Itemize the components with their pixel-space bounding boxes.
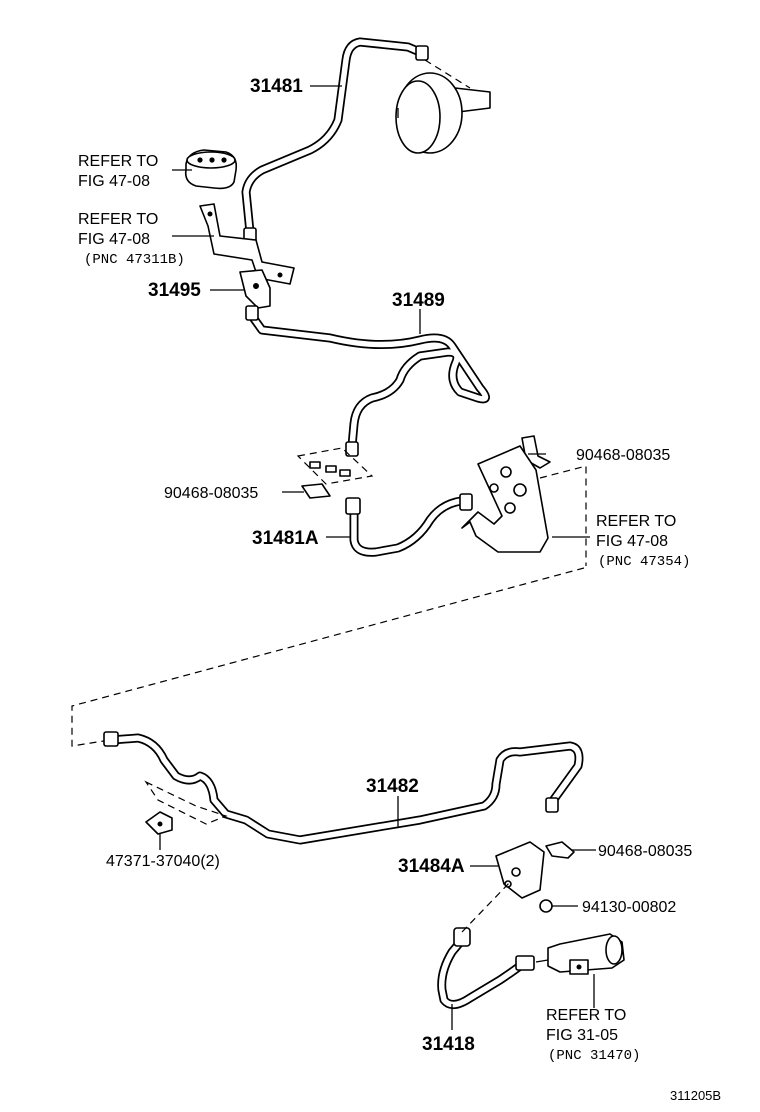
clip-90468-lower bbox=[545, 841, 575, 859]
label-31484A[interactable]: 31484A bbox=[398, 856, 465, 877]
pipe-31489 bbox=[245, 305, 490, 457]
label-94130-00802[interactable]: 94130-00802 bbox=[582, 899, 676, 916]
bracket-31484A bbox=[495, 841, 545, 899]
label-31481A[interactable]: 31481A bbox=[252, 528, 319, 549]
hose-31418 bbox=[437, 879, 535, 1009]
part-labels: 31481 REFER TO FIG 47-08 REFER TO FIG 47… bbox=[78, 76, 721, 1103]
figure-code: 311205B bbox=[670, 1088, 721, 1103]
hose-31481A bbox=[345, 493, 473, 557]
bracket-47311B bbox=[199, 203, 295, 285]
label-47371-37040[interactable]: 47371-37040(2) bbox=[106, 853, 220, 870]
clutch-master-cylinder bbox=[395, 59, 491, 154]
label-refer-fig-47-08-c-line2[interactable]: FIG 47-08 bbox=[596, 533, 668, 550]
bracket-47354 bbox=[461, 445, 587, 566]
clip-90468-middle bbox=[301, 483, 331, 499]
connector-dashed-line bbox=[71, 567, 585, 747]
pipe-31481 bbox=[241, 37, 429, 243]
label-31481[interactable]: 31481 bbox=[250, 76, 303, 97]
label-refer-fig-47-08-b-line2[interactable]: FIG 47-08 bbox=[78, 231, 150, 248]
label-refer-fig-47-08-a-line1[interactable]: REFER TO bbox=[78, 153, 158, 170]
label-31495[interactable]: 31495 bbox=[148, 280, 201, 301]
grommet-part bbox=[184, 149, 238, 190]
label-31418[interactable]: 31418 bbox=[422, 1034, 475, 1055]
union-31495 bbox=[239, 269, 271, 309]
label-pnc-47354[interactable]: (PNC 47354) bbox=[598, 554, 690, 570]
label-pnc-31470[interactable]: (PNC 31470) bbox=[548, 1048, 640, 1064]
label-90468-08035-upper[interactable]: 90468-08035 bbox=[576, 447, 670, 464]
label-refer-fig-31-05-line1[interactable]: REFER TO bbox=[546, 1007, 626, 1024]
label-refer-fig-31-05-line2[interactable]: FIG 31-05 bbox=[546, 1027, 618, 1044]
label-31489[interactable]: 31489 bbox=[392, 290, 445, 311]
nut-94130 bbox=[539, 899, 553, 913]
label-90468-08035-middle[interactable]: 90468-08035 bbox=[164, 485, 258, 502]
release-cylinder bbox=[535, 933, 625, 975]
label-refer-fig-47-08-c-line1[interactable]: REFER TO bbox=[596, 513, 676, 530]
label-refer-fig-47-08-b-line1[interactable]: REFER TO bbox=[78, 211, 158, 228]
leader-lines bbox=[159, 85, 596, 1030]
pipe-31482 bbox=[103, 731, 584, 845]
label-31482[interactable]: 31482 bbox=[366, 776, 419, 797]
clamp-47371 bbox=[145, 811, 173, 835]
label-refer-fig-47-08-a-line2[interactable]: FIG 47-08 bbox=[78, 173, 150, 190]
label-90468-08035-lower[interactable]: 90468-08035 bbox=[598, 843, 692, 860]
label-pnc-47311b[interactable]: (PNC 47311B) bbox=[84, 252, 185, 268]
clamp-plate bbox=[296, 447, 374, 485]
